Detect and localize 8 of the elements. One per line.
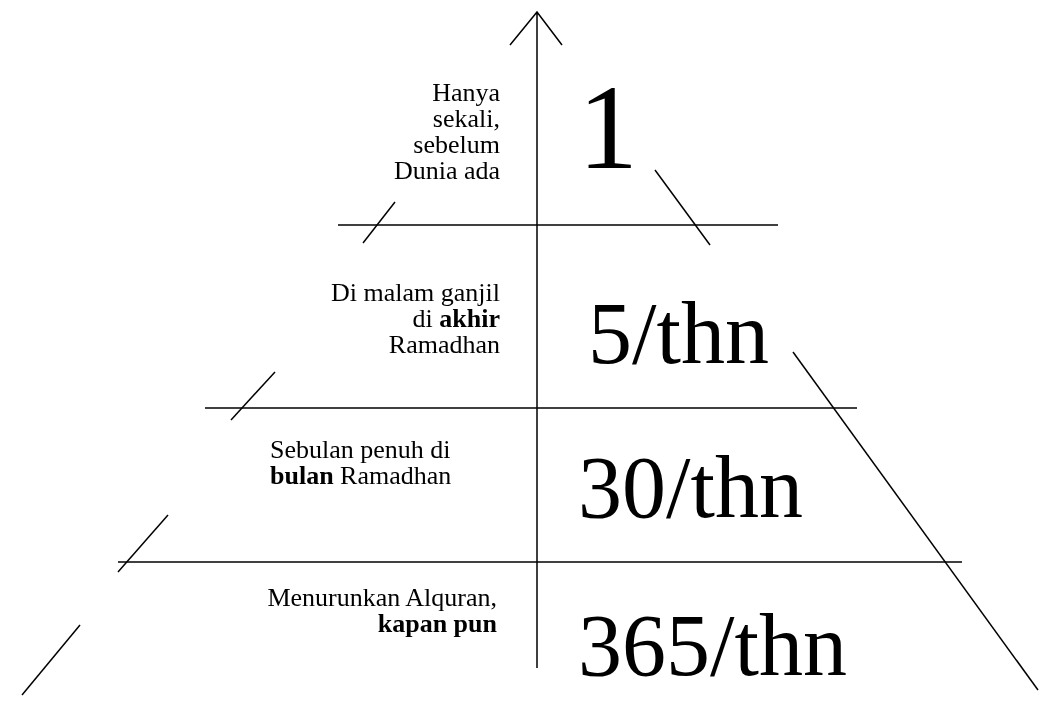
tier-description: Menurunkan Alquran, kapan pun — [266, 585, 497, 637]
tier-value: 30/thn — [578, 444, 803, 532]
tier-description: Di malam ganjil di akhir Ramadhan — [330, 280, 500, 358]
tier-value: 1 — [578, 68, 638, 188]
tier-value: 365/thn — [578, 602, 847, 690]
tier-value: 5/thn — [588, 290, 769, 378]
tier-description: Sebulan penuh di bulan Ramadhan — [270, 437, 453, 489]
tier-description: Hanya sekali, sebelum Dunia ada — [392, 80, 500, 184]
